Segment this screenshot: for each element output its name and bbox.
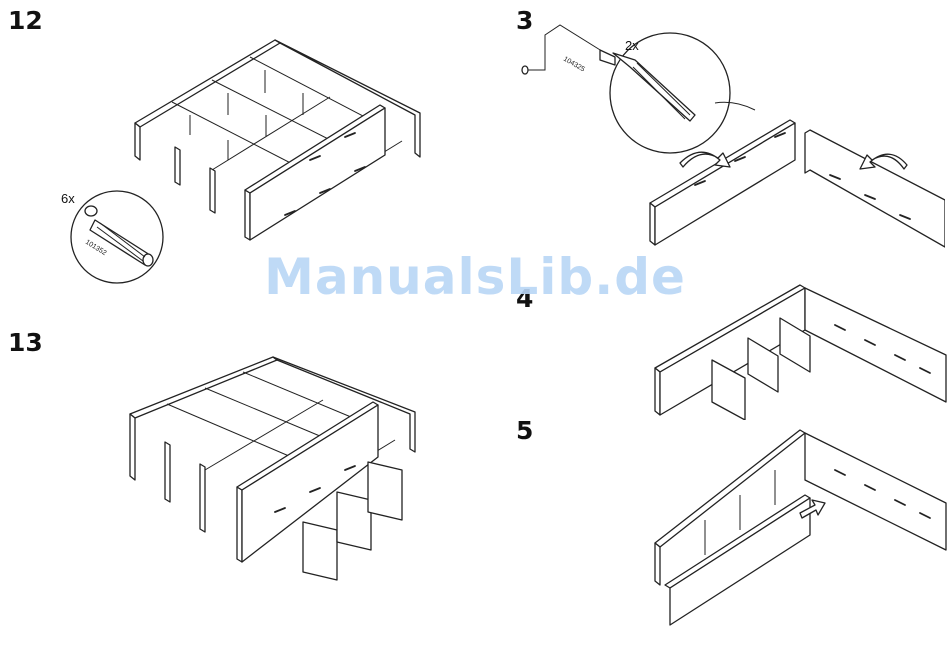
step-number-5: 5 [516,418,533,443]
step-number-13: 13 [8,330,43,355]
divider-board-3 [368,462,402,520]
front-panel-3 [237,487,242,562]
screw-quantity: 2x [625,38,639,53]
screw-part-number: 104325 [562,56,586,74]
divider-board-1 [712,360,745,420]
end-panel [135,123,140,160]
back-panel-end [655,543,660,585]
step-13-illustration [125,352,425,582]
watermark: ManualsLib.de [0,248,950,306]
back-wall-left [135,40,280,127]
back-panel-end [655,368,660,415]
rotate-arrow-left-icon [680,152,730,167]
front-panel-1 [165,442,170,502]
divider-board-1 [303,522,337,580]
dowel-hole-icon [85,206,97,216]
end-panel [130,414,135,480]
step-number-12: 12 [8,8,43,33]
front-panel-1 [175,147,180,185]
front-panel-2 [210,168,215,213]
left-panel-end [650,203,655,245]
crank-tool-icon [522,25,615,74]
step-3-illustration: 104325 2x [515,15,945,250]
front-panel-3 [245,190,250,240]
step-12-illustration [130,35,430,250]
side-panel [805,433,946,550]
front-panel-2 [200,464,205,532]
rotate-arrow-right-icon [860,154,907,169]
right-panel [805,130,945,247]
dowel-quantity: 6x [61,191,75,206]
step-5-illustration [650,425,948,630]
divider-board-2 [337,492,371,550]
